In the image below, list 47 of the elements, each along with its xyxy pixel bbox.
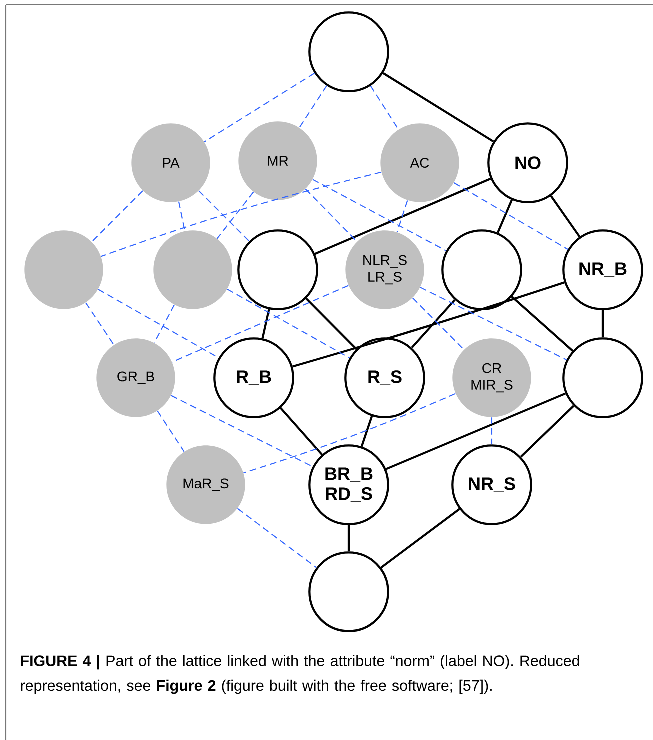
lattice-line <box>171 395 314 468</box>
lattice-line <box>244 393 456 474</box>
lattice-line <box>262 309 270 339</box>
lattice-line <box>550 195 581 238</box>
lattice-line <box>92 190 144 242</box>
lattice-line <box>420 287 568 361</box>
lattice-line <box>491 418 493 445</box>
lattice-line <box>204 72 315 142</box>
lattice-line <box>101 172 382 258</box>
lattice-line <box>172 285 349 363</box>
lattice-line <box>314 178 492 256</box>
lattice-line <box>198 190 250 242</box>
lattice-line <box>216 192 254 240</box>
lattice-line <box>227 288 350 359</box>
concept-circle <box>308 552 390 632</box>
lattice-line <box>360 416 374 448</box>
lattice-line <box>312 179 447 252</box>
concept-circle <box>562 338 644 418</box>
concept-circle <box>442 230 522 310</box>
lattice-line <box>380 508 460 569</box>
lattice-line <box>280 408 323 456</box>
figure-caption: FIGURE 4 | Part of the lattice linked with the attribute “norm” (label NO). Reduced representation, see Figure 2 (figure built with the free software; [57]). <box>21 655 580 694</box>
lattice-line <box>299 86 328 128</box>
lattice-line <box>237 508 317 568</box>
lattice-line <box>305 188 358 242</box>
lattice-line <box>511 296 574 352</box>
lattice-line <box>602 310 604 338</box>
lattice-line <box>178 202 186 232</box>
lattice-line <box>382 72 494 143</box>
lattice-line <box>348 525 350 552</box>
lattice-line <box>520 405 575 458</box>
lattice-line <box>454 182 568 250</box>
concept-circle <box>24 230 104 310</box>
lattice-line <box>412 298 464 350</box>
lattice-line <box>306 298 358 350</box>
lattice-line <box>86 302 114 346</box>
concept-circle <box>154 230 232 310</box>
lattice-line <box>396 200 408 233</box>
lattice-line <box>386 392 566 470</box>
lattice-line <box>157 410 185 452</box>
lattice-line <box>154 304 175 344</box>
lattice-line <box>292 282 565 368</box>
lattice-line <box>411 299 456 349</box>
concept-circle <box>308 12 390 92</box>
lattice-line <box>370 86 400 130</box>
concept-circle <box>238 230 318 310</box>
lattice-line <box>496 200 514 234</box>
